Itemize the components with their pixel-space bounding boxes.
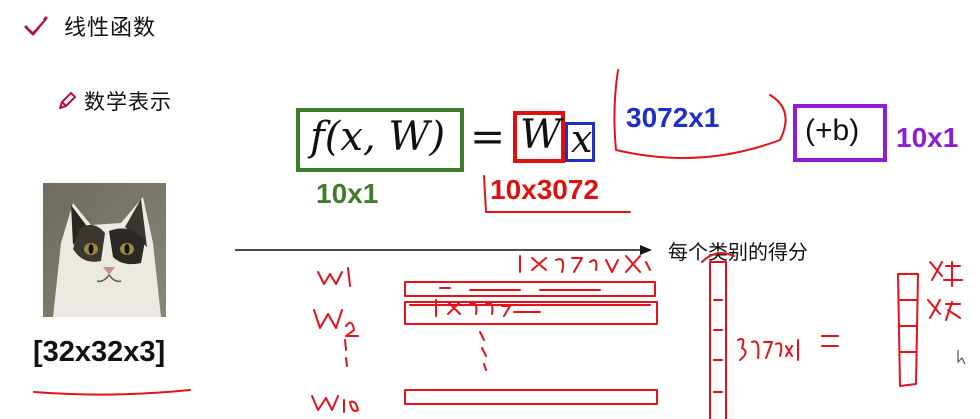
- weight-row-1: [404, 281, 656, 297]
- cat-image: [43, 183, 166, 317]
- w10-mark: [311, 395, 359, 413]
- section-subtitle: 数学表示: [84, 90, 172, 114]
- w2-mark: [313, 309, 359, 337]
- input-text: x: [571, 117, 593, 161]
- row-dim-mid: [435, 299, 541, 317]
- dog-mark: [927, 299, 961, 321]
- weight-row-10: [404, 389, 658, 405]
- weight-dim-label: 10x3072: [490, 174, 600, 205]
- class-score-label: 每个类别的得分: [668, 240, 808, 264]
- input-box: x: [565, 117, 595, 162]
- input-bracket: [613, 69, 787, 159]
- image-dim-label: [32x32x3]: [33, 336, 166, 368]
- w1-mark: [317, 267, 351, 287]
- cursor-icon: [957, 350, 966, 365]
- bias-box: (+b): [793, 104, 887, 162]
- check-icon: [22, 12, 50, 40]
- weight-box: W: [513, 111, 565, 163]
- equals-sign: =: [470, 112, 506, 161]
- score-column: [897, 273, 919, 387]
- weight-text: W: [520, 112, 562, 158]
- cat-mark: [929, 261, 963, 287]
- section-title: 线性函数: [64, 16, 157, 41]
- weight-row-2: [404, 301, 658, 325]
- function-text: f(x, W): [310, 114, 446, 160]
- bias-text: (+b): [805, 114, 860, 147]
- weight-underline-bracket: [483, 175, 631, 213]
- input-column: [709, 261, 727, 419]
- function-box: f(x, W): [296, 108, 464, 172]
- pencil-icon: [56, 90, 78, 112]
- function-dim-label: 10x1: [316, 178, 379, 209]
- image-underline: [33, 389, 191, 396]
- column-dim-mark: [737, 338, 799, 361]
- row-dim-top: [519, 255, 619, 273]
- bias-dim-label: 10x1: [896, 122, 959, 153]
- input-dim-label: 3072x1: [626, 102, 720, 133]
